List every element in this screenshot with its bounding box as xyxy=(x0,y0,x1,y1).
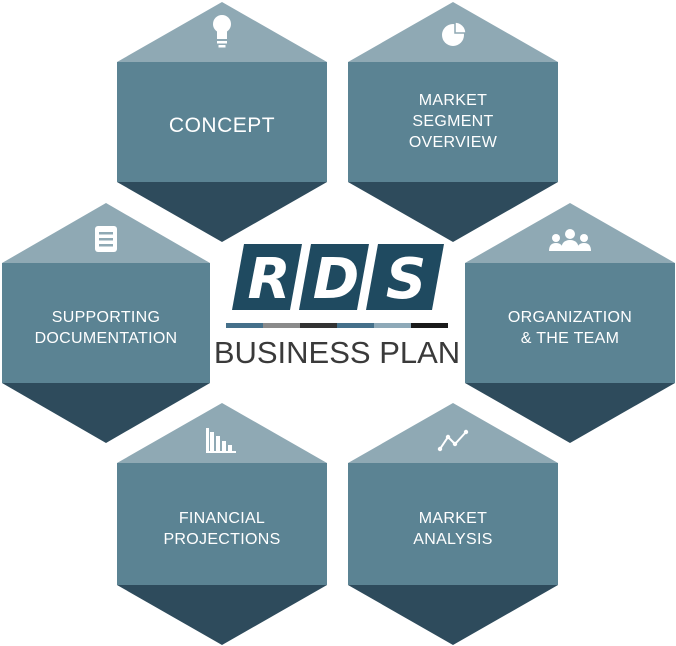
logo-stripe-seg-1 xyxy=(226,323,263,328)
hex-concept-label: CONCEPT xyxy=(169,114,275,137)
hex-supporting-docs-line-1: SUPPORTING xyxy=(52,309,161,326)
team-icon xyxy=(549,229,591,251)
logo-block-s xyxy=(366,244,444,310)
lightbulb-icon xyxy=(213,15,231,48)
logo-stripe-seg-6 xyxy=(411,323,448,328)
document-icon xyxy=(95,226,117,252)
hex-supporting-docs-line-2: DOCUMENTATION xyxy=(35,330,178,347)
hex-organization: ORGANIZATION & THE TEAM xyxy=(465,203,675,443)
logo-letter-d: D xyxy=(313,247,359,312)
logo-stripe xyxy=(226,323,448,328)
logo-subtitle: BUSINESS PLAN xyxy=(214,335,460,370)
logo-stripe-seg-5 xyxy=(374,323,411,328)
hex-market-segment-line-3: OVERVIEW xyxy=(409,134,498,151)
hex-financial-line-1: FINANCIAL xyxy=(179,510,265,527)
hex-market-analysis-line-2: ANALYSIS xyxy=(413,531,492,548)
hex-financial: FINANCIAL PROJECTIONS xyxy=(117,403,327,645)
logo-block-d xyxy=(299,244,369,310)
logo-block-r xyxy=(232,244,302,310)
hex-market-analysis-line-1: MARKET xyxy=(419,510,487,527)
logo-stripe-seg-3 xyxy=(300,323,337,328)
hex-financial-line-2: PROJECTIONS xyxy=(163,531,280,548)
hex-market-segment: MARKET SEGMENT OVERVIEW xyxy=(348,2,558,242)
hex-market-analysis: MARKET ANALYSIS xyxy=(348,403,558,645)
rds-logo: R D S BUSINESS PLAN xyxy=(214,244,460,370)
hex-organization-line-1: ORGANIZATION xyxy=(508,309,632,326)
line-chart-icon xyxy=(437,429,469,452)
hex-market-segment-line-2: SEGMENT xyxy=(412,113,493,130)
logo-stripe-seg-4 xyxy=(337,323,374,328)
logo-letter-r: R xyxy=(247,247,290,312)
hex-concept: CONCEPT xyxy=(117,2,327,242)
logo-letter-s: S xyxy=(386,247,426,312)
pie-chart-icon xyxy=(442,21,467,46)
hex-supporting-docs: SUPPORTING DOCUMENTATION xyxy=(2,203,210,443)
hex-organization-line-2: & THE TEAM xyxy=(521,330,619,347)
hex-market-segment-line-1: MARKET xyxy=(419,92,487,109)
bar-chart-icon xyxy=(206,428,236,453)
logo-stripe-seg-2 xyxy=(263,323,300,328)
